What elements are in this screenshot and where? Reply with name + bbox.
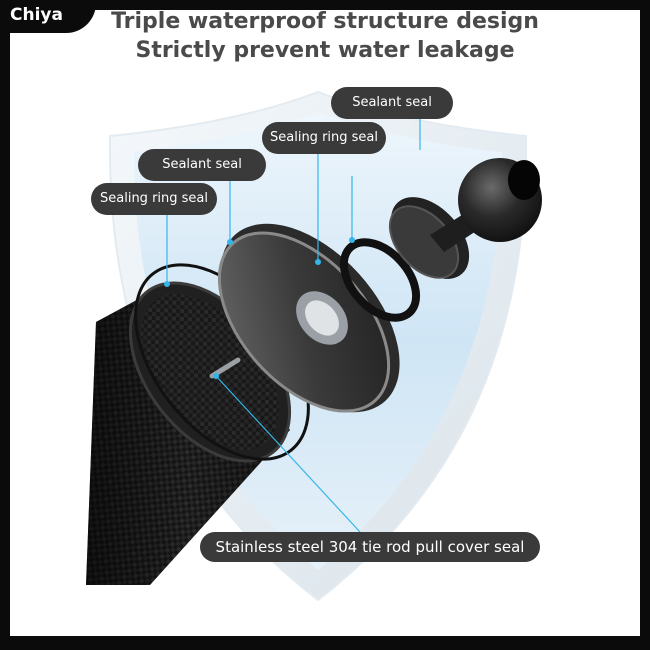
callout-sealant-seal-mid: Sealant seal: [138, 149, 266, 181]
leader-lines: [166, 116, 421, 533]
headline-line-2: Strictly prevent water leakage: [135, 38, 515, 63]
callout-tie-rod-seal: Stainless steel 304 tie rod pull cover s…: [200, 532, 540, 562]
leader-dots: [164, 237, 355, 379]
brand-logo-text: Chiya: [10, 5, 63, 25]
small-o-ring: [339, 238, 421, 322]
headline-line-1: Triple waterproof structure design: [111, 9, 539, 34]
callout-sealant-seal-top: Sealant seal: [331, 87, 453, 119]
brand-tab: Chiya: [0, 0, 96, 33]
callout-sealing-ring-seal-left: Sealing ring seal: [91, 183, 217, 215]
callout-sealing-ring-seal-mid: Sealing ring seal: [262, 122, 386, 154]
ball-head-mount: [388, 158, 542, 279]
